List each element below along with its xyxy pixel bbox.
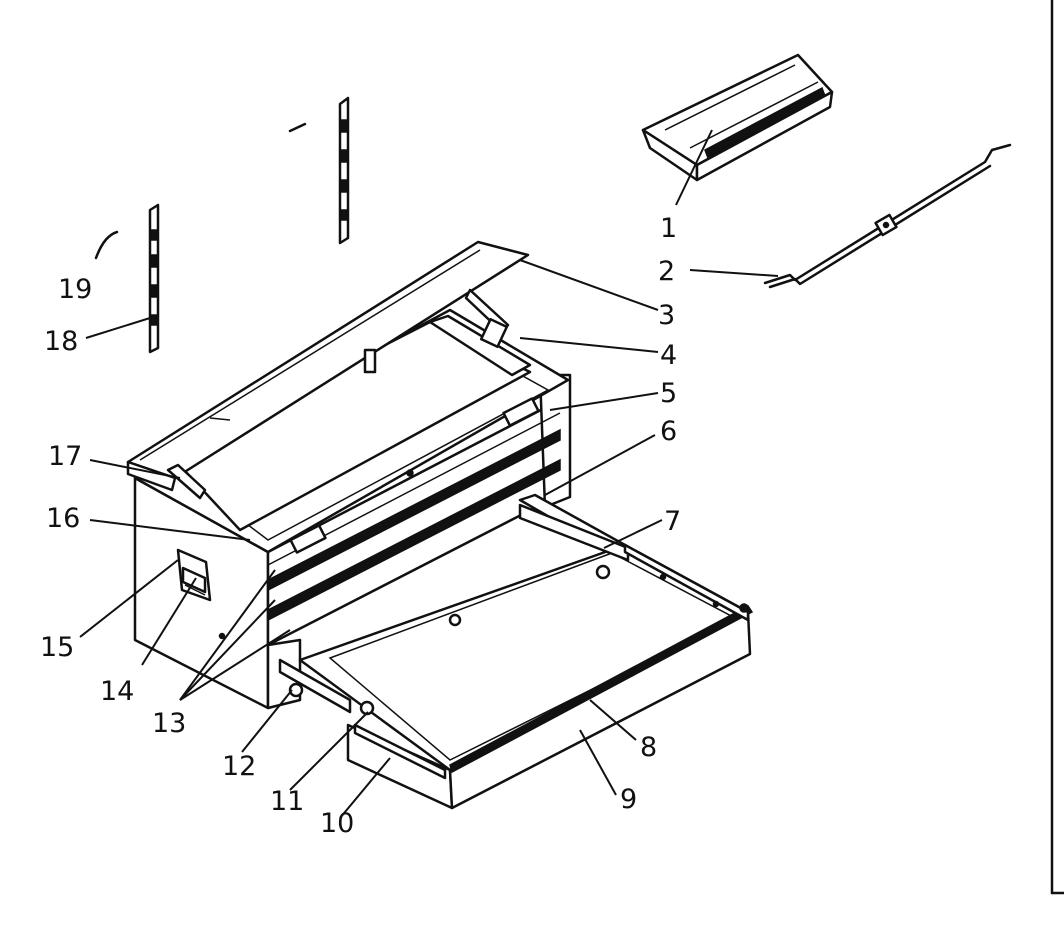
leader-lines [79,129,779,819]
callout-6: 6 [660,416,677,447]
callout-18: 18 [44,326,78,357]
callout-8: 8 [640,732,657,763]
callout-17: 17 [48,441,82,472]
callout-11: 11 [270,786,304,817]
callout-labels: 1 2 3 4 5 6 7 8 9 10 11 12 13 14 15 16 1… [40,213,681,839]
callout-16: 16 [46,503,80,534]
callout-19: 19 [58,274,92,305]
callout-2: 2 [658,256,675,287]
callout-15: 15 [40,632,74,663]
callout-10: 10 [320,808,354,839]
drawer-liner-strip-right [338,96,350,245]
chest-body [133,308,572,710]
callout-9: 9 [620,784,637,815]
callout-7: 7 [664,506,681,537]
callout-3: 3 [658,300,675,331]
drawer-liner-strip-left [148,203,160,354]
tote-tray [641,53,834,182]
callout-4: 4 [660,340,677,371]
callout-12: 12 [222,751,256,782]
callout-1: 1 [660,213,677,244]
callout-5: 5 [660,378,677,409]
callout-14: 14 [100,676,134,707]
callout-13: 13 [152,708,186,739]
lock-rod [763,143,1012,289]
clip-19 [94,230,119,260]
chest-lid [126,240,530,500]
clip-small [288,122,307,133]
